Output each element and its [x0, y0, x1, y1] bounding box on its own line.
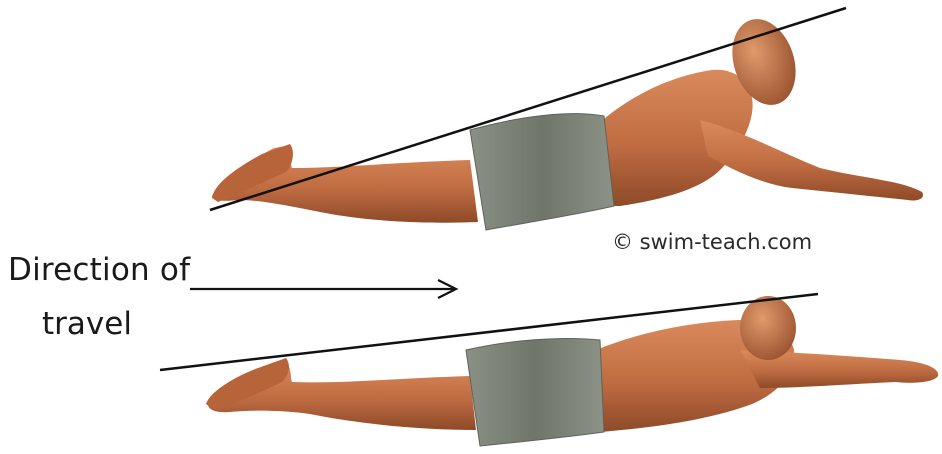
swimmer-top [210, 8, 923, 230]
top-shorts [470, 114, 614, 230]
direction-label-line1: Direction of [8, 252, 190, 288]
bottom-shorts [466, 338, 604, 446]
swimmer-bottom [160, 294, 938, 446]
direction-label-line2: travel [42, 306, 132, 342]
top-arm [700, 120, 923, 201]
direction-arrow [190, 280, 456, 298]
bottom-head [740, 296, 796, 360]
copyright-text: © swim-teach.com [612, 230, 812, 254]
